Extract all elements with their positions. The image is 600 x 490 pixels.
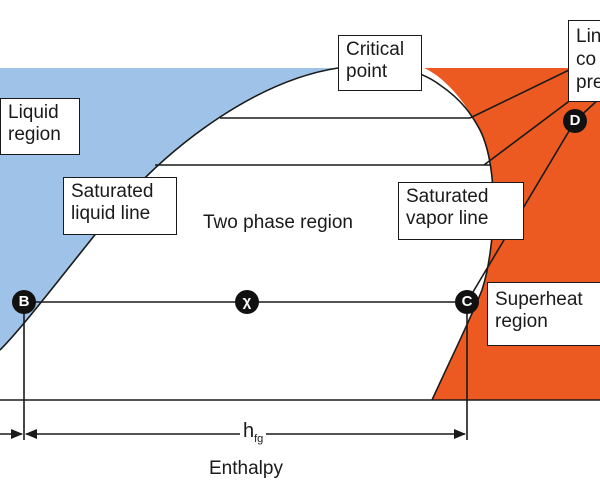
two-phase-region-label: Two phase region [203, 212, 353, 233]
point-quality-marker: χ [235, 290, 259, 314]
saturated-liquid-line-label: Saturated liquid line [63, 177, 177, 235]
liquid-region-fill [0, 68, 338, 350]
point-b-marker: B [12, 290, 36, 314]
hfg-arrow-right [454, 429, 466, 439]
point-d-marker: D [563, 109, 587, 133]
point-c-marker: C [455, 290, 479, 314]
critical-point-label: Critical point [338, 35, 422, 91]
liquid-region-label: Liquid region [0, 98, 80, 155]
saturated-vapor-line-label: Saturated vapor line [398, 182, 524, 240]
hfg-label: hfg [240, 420, 267, 445]
constant-pressure-lines-label: Lin co pre [568, 20, 600, 102]
superheated-region-label: Superheat region [487, 282, 600, 346]
x-axis-label: Enthalpy [209, 458, 283, 479]
hfg-arrow-left [25, 429, 37, 439]
left-arrow-head [11, 429, 23, 439]
